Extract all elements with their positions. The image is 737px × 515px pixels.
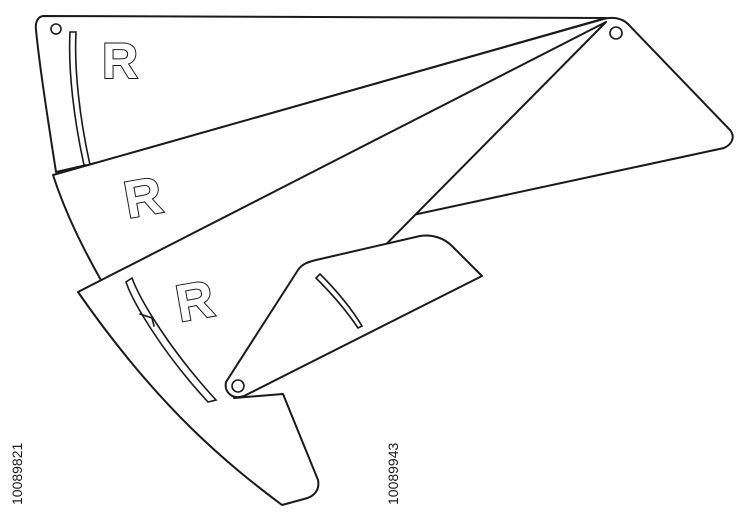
top-panel-r-mark: R [102, 33, 138, 89]
top-panel: R [34, 15, 607, 173]
middle-panel-pivot-hole [609, 26, 623, 40]
part-code-right: 10089943 [385, 442, 401, 505]
part-code-left: 10089821 [9, 442, 25, 505]
arm-bracket [224, 234, 483, 398]
top-panel-outline [34, 15, 607, 173]
arm-bracket-slot [314, 272, 364, 330]
bottom-panel-slot [125, 276, 218, 403]
bottom-panel-slot-tick [139, 313, 155, 327]
arm-bracket-pivot-hole [231, 379, 245, 393]
top-panel-pivot-hole [50, 23, 62, 35]
